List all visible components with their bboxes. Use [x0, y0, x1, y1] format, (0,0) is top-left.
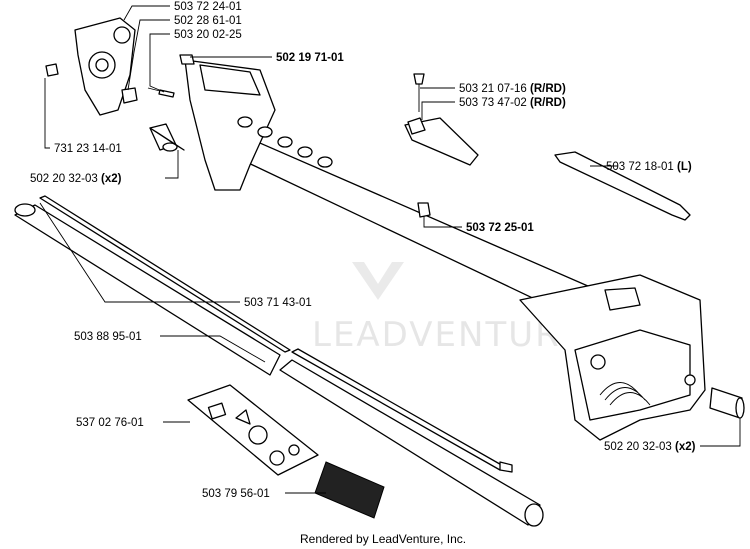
side-plate — [554, 151, 691, 221]
callout-503-21-07-16: 503 21 07-16 — [459, 83, 527, 95]
svg-text:503 72 24-01: 503 72 24-01 — [174, 1, 242, 13]
callout-labels: 503 72 24-01 502 28 61-01 503 20 02-25 5… — [30, 1, 696, 500]
warning-decal — [187, 384, 319, 476]
svg-text:503 88 95-01: 503 88 95-01 — [74, 331, 142, 343]
callout-503-73-47-02-variant: (R/RD) — [530, 97, 566, 109]
svg-text:502 28 61-01: 502 28 61-01 — [174, 15, 242, 27]
black-decal — [314, 461, 385, 519]
svg-text:502 20 32-03 (x2): 502 20 32-03 (x2) — [604, 441, 696, 453]
svg-text:503 72 18-01 (L): 503 72 18-01 (L) — [606, 161, 692, 173]
svg-text:502 19 71-01: 502 19 71-01 — [276, 52, 344, 64]
callout-503-72-18-01: 503 72 18-01 — [606, 161, 674, 173]
svg-text:503 21 07-16 (R/RD): 503 21 07-16 (R/RD) — [459, 83, 566, 95]
leader-lines — [39, 5, 741, 494]
callout-502-20-32-03-left: 502 20 32-03 — [30, 173, 98, 185]
svg-text:503 71 43-01: 503 71 43-01 — [244, 297, 312, 309]
callout-502-19-71-01: 502 19 71-01 — [276, 52, 344, 64]
svg-text:537 02 76-01: 537 02 76-01 — [76, 417, 144, 429]
callout-502-20-32-03-left-qty: (x2) — [101, 173, 122, 185]
callout-503-72-24-01: 503 72 24-01 — [174, 1, 242, 13]
callout-503-71-43-01: 503 71 43-01 — [244, 297, 312, 309]
callout-731-23-14-01: 731 23 14-01 — [54, 143, 122, 155]
watermark: LEADVENTURE — [312, 262, 584, 355]
svg-text:503 73 47-02 (R/RD): 503 73 47-02 (R/RD) — [459, 97, 566, 109]
svg-text:731 23 14-01: 731 23 14-01 — [54, 143, 122, 155]
handle-bracket — [45, 17, 178, 152]
callout-503-20-02-25: 503 20 02-25 — [174, 29, 242, 41]
grips — [149, 127, 745, 419]
callout-503-72-18-01-variant: (L) — [677, 161, 692, 173]
svg-text:503 72 25-01: 503 72 25-01 — [466, 222, 534, 234]
callout-503-73-47-02: 503 73 47-02 — [459, 97, 527, 109]
callout-503-88-95-01: 503 88 95-01 — [74, 331, 142, 343]
drive-shaft — [39, 195, 513, 473]
outer-tube — [14, 203, 544, 527]
callout-502-20-32-03-right: 502 20 32-03 — [604, 441, 672, 453]
callout-502-20-32-03-right-qty: (x2) — [675, 441, 696, 453]
svg-text:502 20 32-03 (x2): 502 20 32-03 (x2) — [30, 173, 122, 185]
callout-503-72-25-01: 503 72 25-01 — [466, 222, 534, 234]
svg-text:503 79 56-01: 503 79 56-01 — [202, 488, 270, 500]
callout-503-21-07-16-variant: (R/RD) — [530, 83, 566, 95]
main-shaft-housing — [179, 54, 706, 441]
callout-537-02-76-01: 537 02 76-01 — [76, 417, 144, 429]
callout-502-28-61-01: 502 28 61-01 — [174, 15, 242, 27]
callout-503-79-56-01: 503 79 56-01 — [202, 488, 270, 500]
watermark-text: LEADVENTURE — [312, 315, 584, 355]
watermark-logo-icon — [352, 262, 404, 300]
footer-credit: Rendered by LeadVenture, Inc. — [300, 532, 466, 546]
clamp-assembly — [404, 73, 479, 218]
svg-text:503 20 02-25: 503 20 02-25 — [174, 29, 242, 41]
